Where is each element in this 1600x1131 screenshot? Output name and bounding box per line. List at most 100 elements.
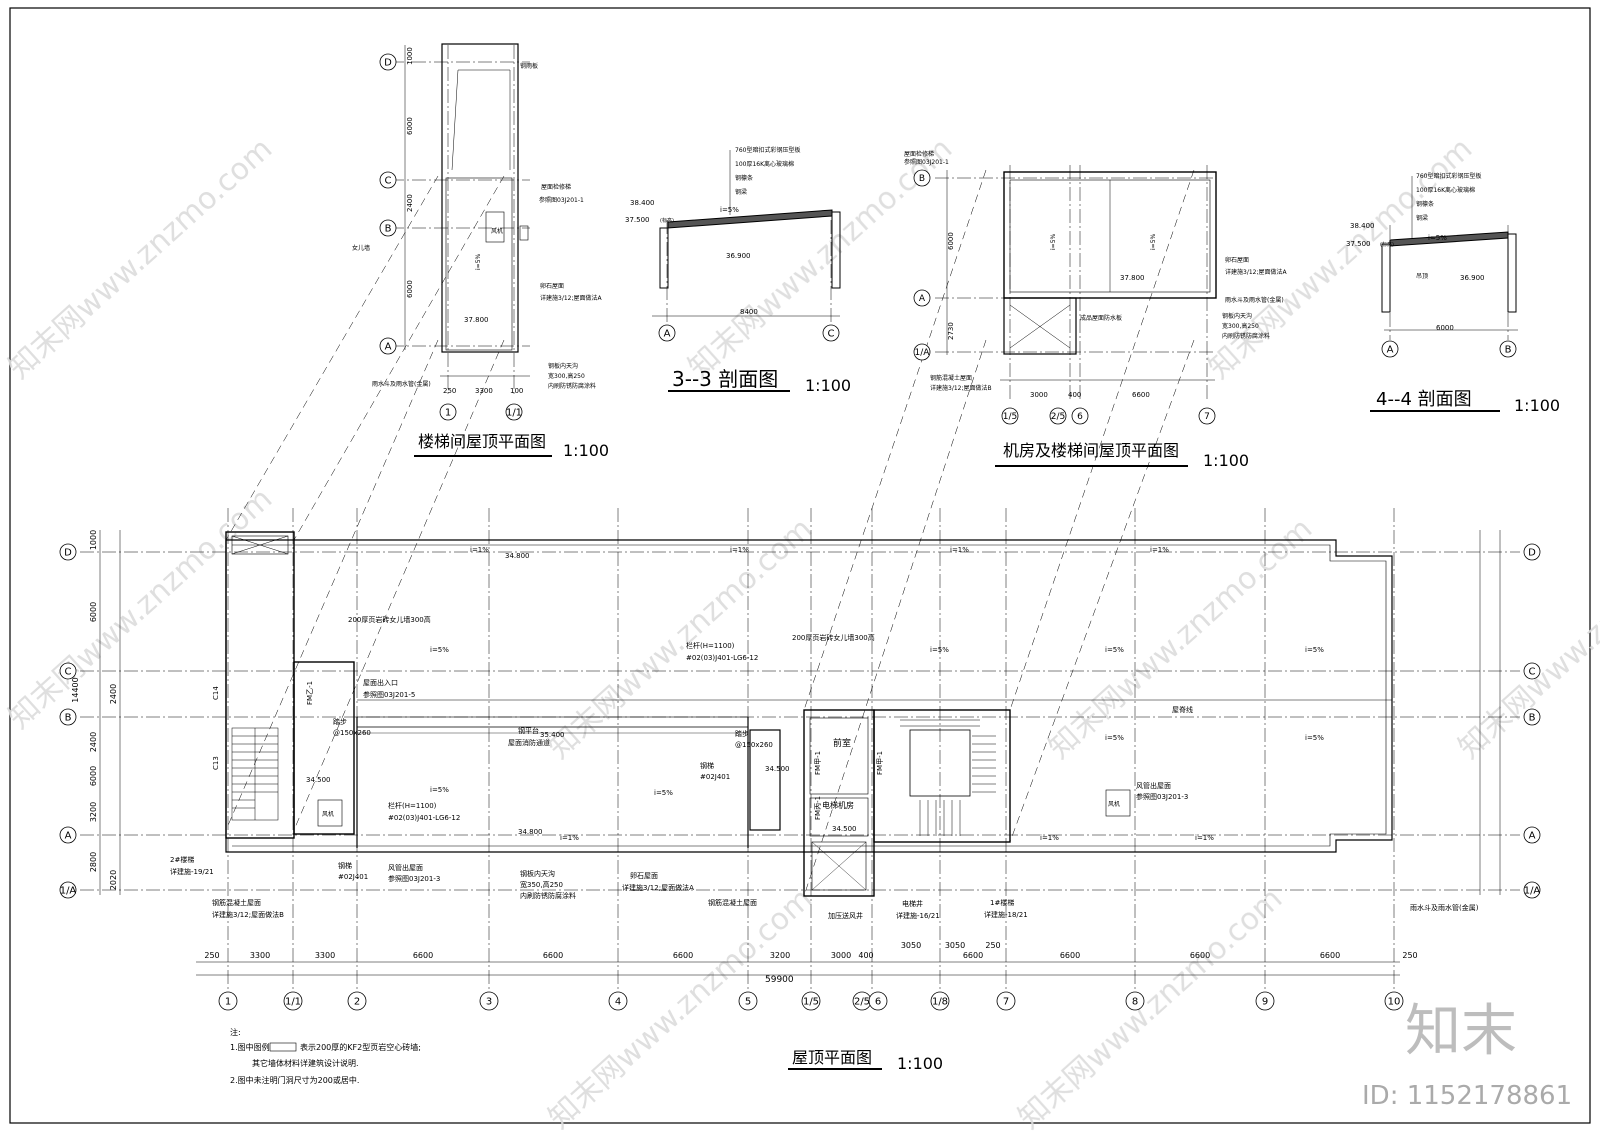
svg-text:i=5%: i=5%	[1050, 233, 1057, 250]
section-3-3-labels: 760型暗扣式彩钢压型板 100厚16K离心玻璃棉 钢檩条 钢梁 38.400 …	[625, 146, 800, 316]
section-4-4-labels: 760型暗扣式彩钢压型板 100厚16K离心玻璃棉 钢檩条 钢梁 吊顶 38.4…	[1346, 172, 1485, 332]
section-4-4-title-group: 4--4 剖面图 1:100	[1370, 389, 1560, 415]
main-axis-left-label: A	[65, 831, 72, 842]
svg-text:100: 100	[510, 387, 523, 395]
svg-text:100厚16K离心玻璃棉: 100厚16K离心玻璃棉	[735, 160, 794, 168]
svg-text:屋面检修梯: 屋面检修梯	[541, 183, 571, 191]
slope-label: i=5%	[430, 786, 449, 794]
svg-text:i=5%: i=5%	[475, 253, 482, 270]
main-axis-bottom-label: 1	[225, 997, 231, 1008]
section-3-3	[652, 150, 841, 330]
main-axis-left-label: B	[65, 713, 72, 724]
machine-roof-scale: 1:100	[1203, 451, 1249, 470]
main-axis-bottom-circle	[738, 991, 758, 1011]
door-fm-1: FM乙-1	[306, 681, 314, 705]
main-axis-bottom-label: 7	[1003, 997, 1009, 1008]
door-fm-3: FM甲-1	[876, 751, 884, 775]
main-dim-left: 2800	[89, 852, 98, 872]
watermark-text: 知末网www.znzmo.com	[542, 881, 819, 1131]
svg-text:(标高): (标高)	[660, 217, 674, 224]
stair-1-ref: 详建施-18/21	[984, 910, 1028, 919]
slope-label: i=1%	[1195, 834, 1214, 842]
elev-label: 34.500	[306, 776, 331, 784]
svg-text:详建施3/12;屋面做法A: 详建施3/12;屋面做法A	[540, 294, 602, 302]
svg-text:i=5%: i=5%	[1150, 233, 1157, 250]
main-title-group: 屋顶平面图 1:100	[788, 1048, 943, 1073]
slope-label: i=5%	[1305, 646, 1324, 654]
machine-axis-bottom-label: 7	[1204, 412, 1210, 422]
machine-axis-bottom-label: 2/5	[1051, 412, 1065, 422]
elev-label: 34.500	[765, 765, 790, 773]
svg-text:详建施3/12;屋面做法A: 详建施3/12;屋面做法A	[1225, 268, 1287, 276]
railing-label-2: 栏杆(H=1100)	[388, 801, 437, 810]
main-axis-left-circle	[59, 881, 77, 899]
main-dim-bottom: 3000	[831, 951, 851, 960]
stair-roof-title-group: 楼梯间屋顶平面图 1:100	[414, 432, 609, 460]
main-axis-bottom-circle	[283, 991, 303, 1011]
svg-text:详建施3/12;屋面做法B: 详建施3/12;屋面做法B	[930, 384, 992, 392]
stair-axis-bottom-label: 1/1	[506, 408, 522, 419]
main-axis-bottom-label: 1/5	[803, 997, 819, 1008]
slope-label: i=5%	[1305, 734, 1324, 742]
watermark-text: 知末网www.znzmo.com	[1012, 881, 1289, 1131]
main-dim-bottom: 6600	[1320, 951, 1340, 960]
platform-label: 钢平台	[518, 726, 539, 735]
main-axis-left-label: C	[65, 667, 72, 678]
door-fm-2: FM甲-1	[814, 751, 822, 775]
machine-axis-bottom-circle	[1071, 407, 1089, 425]
gutter-sub: 内刷防锈防腐涂料	[520, 891, 576, 900]
svg-text:女儿墙: 女儿墙	[352, 244, 370, 252]
svg-text:钢雨板: 钢雨板	[520, 62, 538, 70]
brand-id: ID: 1152178861	[1362, 1081, 1572, 1111]
machine-axis-left-circle	[913, 343, 931, 361]
window-c13: C13	[212, 756, 220, 770]
exhaust-ref: 参照图03J201-3	[388, 874, 440, 883]
main-axis-bottom-circle	[1384, 991, 1404, 1011]
gutter-size: 宽350,高250	[520, 880, 563, 889]
slope-label: i=5%	[930, 646, 949, 654]
ladder-ref: #02J401	[700, 773, 730, 781]
svg-text:38.400: 38.400	[630, 199, 655, 207]
section44-axis-label: A	[1387, 345, 1394, 356]
stair-roof-labels: 钢雨板 屋面检修梯 参照图03J201-1 女儿墙 风机 卵石屋面 详建施3/1…	[352, 47, 602, 395]
main-axis-bottom-circle	[218, 991, 238, 1011]
machine-roof-title: 机房及楼梯间屋顶平面图	[1003, 441, 1179, 460]
main-dim-bottom: 3050	[945, 941, 965, 950]
roof-note: 卵石屋面	[630, 871, 658, 880]
notes-line2: 其它墙体材料详建筑设计说明.	[252, 1058, 359, 1068]
room-anteroom: 前室	[833, 737, 851, 749]
notes-line1: 1.图中图例	[230, 1042, 270, 1052]
svg-text:钢板内天沟: 钢板内天沟	[1222, 312, 1252, 320]
drain-label: 雨水斗及雨水管(金属)	[1410, 903, 1479, 912]
notes-heading: 注:	[230, 1027, 241, 1037]
step-label-2: 踏步	[735, 729, 749, 738]
room-fan: 风机	[322, 810, 334, 818]
main-axis-left-label: 1/A	[60, 886, 77, 897]
machine-roof-plan	[935, 165, 1217, 400]
watermark-text: 知末网www.znzmo.com	[542, 511, 819, 766]
svg-text:宽300,高250: 宽300,高250	[1222, 322, 1259, 330]
watermark-layer: 知末网www.znzmo.com 知末网www.znzmo.com 知末网www…	[2, 131, 1600, 1131]
main-dim-bottom: 400	[858, 951, 873, 960]
main-axis-bottom-label: 1/8	[932, 997, 948, 1008]
railing-ref-2: #02(03)J401-LG6-12	[388, 814, 460, 822]
main-dim-left: 6000	[89, 602, 98, 622]
section44-axis-circle	[1381, 340, 1399, 358]
step-size-2: @150x260	[735, 741, 773, 749]
main-axis-bottom-label: 3	[486, 997, 492, 1008]
section44-axis-circle	[1499, 340, 1517, 358]
svg-text:2730: 2730	[947, 322, 955, 340]
svg-text:8400: 8400	[740, 308, 758, 316]
main-dim-left: 2020	[109, 870, 118, 890]
main-axis-bottom-circle	[930, 991, 950, 1011]
main-axis-bottom-circle	[801, 991, 821, 1011]
slope-label: i=1%	[730, 546, 749, 554]
main-dim-bottom: 250	[204, 951, 219, 960]
slope-label: i=5%	[654, 789, 673, 797]
section44-axis-label: B	[1505, 345, 1512, 356]
stair-axis-left-label: A	[385, 342, 392, 353]
svg-text:100厚16K离心玻璃棉: 100厚16K离心玻璃棉	[1416, 186, 1475, 194]
svg-text:37.500: 37.500	[625, 216, 650, 224]
